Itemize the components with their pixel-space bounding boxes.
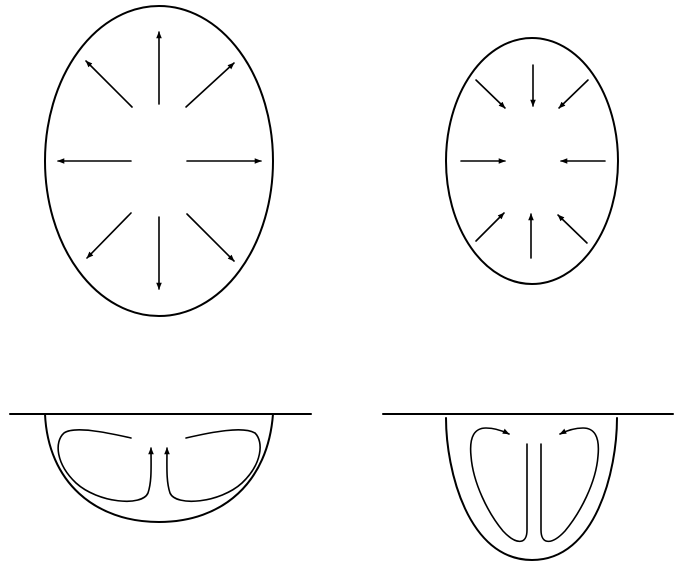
outward-arrow-upper-right bbox=[186, 63, 234, 107]
left-downwelling-loop bbox=[471, 428, 527, 541]
inward-arrow-from-upper-left bbox=[476, 80, 505, 108]
outward-arrow-upper-left bbox=[86, 61, 132, 107]
right-circulation-loop bbox=[167, 430, 260, 501]
inward-arrow-from-lower-right bbox=[558, 215, 587, 243]
shallow-bowl-panel bbox=[10, 414, 311, 522]
contracting-ellipse-panel bbox=[446, 38, 618, 284]
outward-arrow-lower-left bbox=[87, 213, 131, 258]
deep-bowl-panel bbox=[383, 414, 673, 560]
inward-arrow-from-upper-right bbox=[559, 80, 588, 108]
expanding-ellipse-panel bbox=[45, 6, 273, 316]
left-circulation-loop bbox=[58, 430, 151, 501]
inward-arrow-from-lower-left bbox=[476, 213, 504, 241]
outward-arrow-lower-right bbox=[187, 214, 234, 261]
